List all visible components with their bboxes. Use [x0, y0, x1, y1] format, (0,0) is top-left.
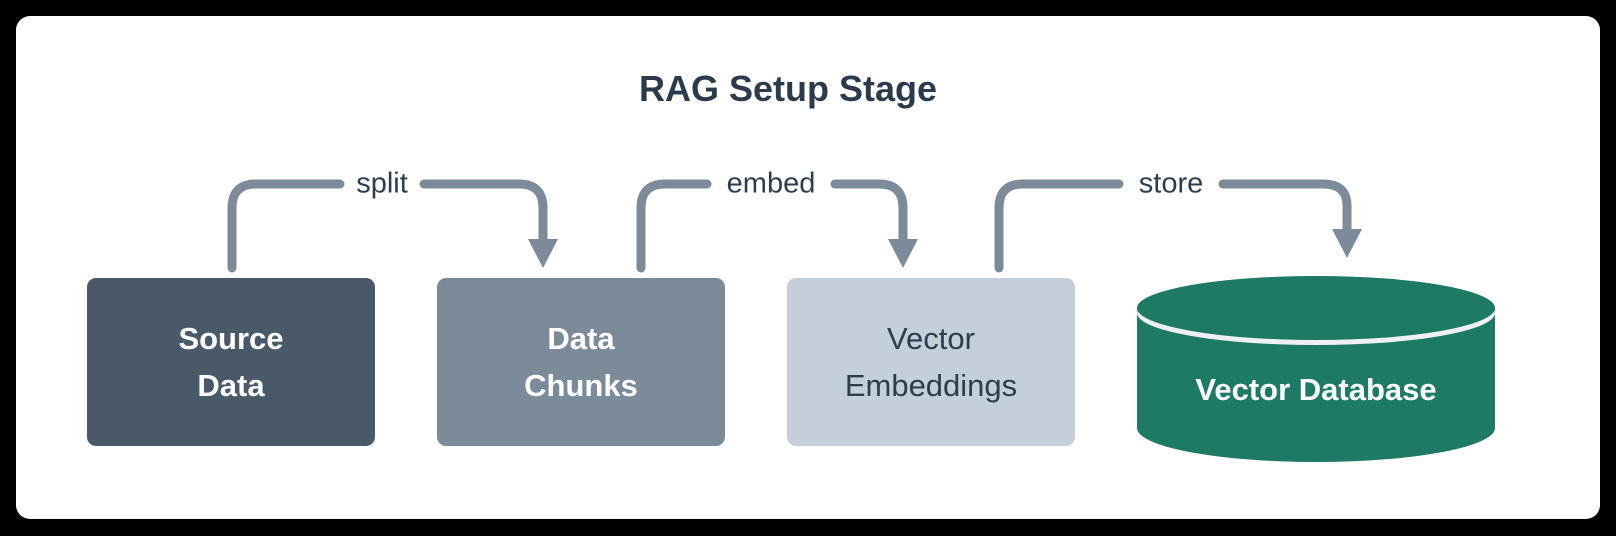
node-data-chunks-label-line2: Chunks — [524, 368, 638, 403]
database-cylinder-top-icon — [1137, 276, 1495, 340]
arrow-store — [994, 179, 1362, 273]
arrowhead-embed-icon — [888, 239, 918, 268]
node-data-chunks: Data Chunks — [437, 278, 725, 446]
node-source-data: Source Data — [87, 278, 375, 446]
arrowhead-store-icon — [1332, 229, 1362, 258]
edge-label-store: store — [1138, 167, 1204, 200]
arrow-split — [227, 179, 558, 273]
node-vector-embeddings: Vector Embeddings — [787, 278, 1075, 446]
arrowhead-split-icon — [528, 239, 558, 268]
node-vector-database: Vector Database — [1137, 276, 1495, 464]
node-vector-database-label: Vector Database — [1195, 372, 1437, 407]
node-data-chunks-label-line1: Data — [547, 321, 615, 356]
node-vector-embeddings-label-line1: Vector — [887, 321, 975, 356]
node-vector-embeddings-label-line2: Embeddings — [844, 368, 1018, 403]
diagram-title: RAG Setup Stage — [638, 68, 938, 109]
arrow-embed — [636, 179, 918, 273]
edge-label-split: split — [356, 167, 408, 200]
edge-label-embed: embed — [726, 167, 816, 200]
node-source-data-label-line1: Source — [178, 321, 284, 356]
node-source-data-label-line2: Data — [197, 368, 265, 403]
